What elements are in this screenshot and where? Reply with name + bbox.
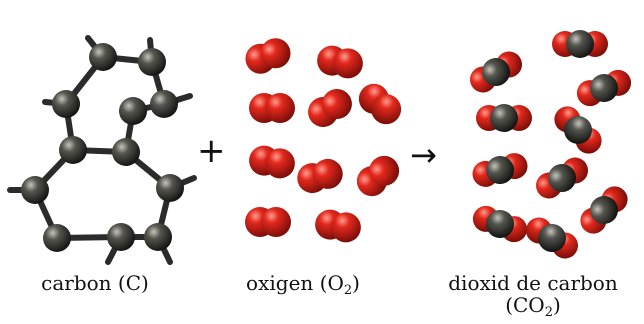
carbon-dioxide-molecules xyxy=(470,30,632,259)
carbon-dioxide-molecule xyxy=(526,217,578,259)
oxygen-atom xyxy=(332,48,363,79)
carbon-label-text: carbon (C xyxy=(41,271,142,295)
carbon-atom xyxy=(156,174,184,202)
oxygen-atom xyxy=(321,89,352,119)
carbon-atom xyxy=(486,156,514,184)
oxygen-molecule xyxy=(249,93,295,123)
carbon-atom xyxy=(538,224,566,252)
oxygen-atom xyxy=(265,93,295,123)
carbon-label-close: ) xyxy=(141,271,149,295)
carbon-dioxide-molecule xyxy=(576,69,632,107)
carbon-atom xyxy=(21,176,49,204)
carbon-atom xyxy=(52,90,80,118)
reaction-arrow: → xyxy=(410,136,437,174)
carbon-dioxide-molecule xyxy=(552,30,608,58)
carbon-atom xyxy=(590,74,618,102)
carbon-dioxide-formula-text: (CO xyxy=(505,293,545,317)
carbon-atom xyxy=(107,223,135,251)
plus-sign: + xyxy=(197,131,226,171)
carbon-dioxide-molecule xyxy=(472,153,528,187)
oxygen-label-close: ) xyxy=(352,271,360,295)
carbon-atom xyxy=(490,104,518,132)
carbon-atom xyxy=(548,164,576,192)
carbon-atom xyxy=(112,138,140,166)
carbon-dioxide-molecule xyxy=(470,51,522,93)
oxygen-atom xyxy=(264,148,295,179)
oxygen-atom xyxy=(260,38,291,69)
carbon-dioxide-label-line2: (CO2) xyxy=(428,294,638,324)
oxygen-atom xyxy=(261,207,291,237)
oxygen-molecule xyxy=(308,89,352,127)
oxygen-molecule xyxy=(358,83,402,125)
oxygen-atom xyxy=(330,212,361,243)
carbon-dioxide-formula-close: ) xyxy=(552,293,561,317)
carbon-dioxide-molecule xyxy=(472,205,528,243)
carbon-atom xyxy=(590,196,618,224)
carbon-atom xyxy=(59,136,87,164)
oxygen-atom xyxy=(369,155,400,186)
oxygen-atom xyxy=(312,158,343,189)
carbon-atom xyxy=(482,58,510,86)
carbon-dioxide-molecule xyxy=(554,106,602,154)
carbon-atom xyxy=(564,116,592,144)
oxygen-subscript: 2 xyxy=(343,283,353,298)
carbon-label: carbon (C) xyxy=(30,272,160,294)
oxygen-molecule xyxy=(249,145,295,179)
carbon-atom xyxy=(566,30,594,58)
oxygen-molecule xyxy=(297,158,343,194)
carbon-dioxide-molecule xyxy=(580,186,628,234)
carbon-atom xyxy=(43,224,71,252)
oxygen-molecule xyxy=(315,209,361,243)
oxygen-atom xyxy=(371,94,402,125)
oxygen-label: oxigen (O2) xyxy=(238,272,368,302)
oxygen-molecule xyxy=(245,207,291,237)
carbon-dioxide-label-line1: dioxid de carbon xyxy=(448,271,618,295)
oxygen-molecules xyxy=(245,38,402,243)
oxygen-atom xyxy=(601,186,628,213)
carbon-atom xyxy=(119,97,147,125)
oxygen-molecule xyxy=(245,38,291,74)
carbon-atom xyxy=(150,90,178,118)
oxygen-atom xyxy=(554,106,581,133)
oxygen-molecule xyxy=(317,45,363,79)
oxygen-molecule xyxy=(356,155,400,197)
carbon-atom xyxy=(138,48,166,76)
carbon-atom xyxy=(486,210,514,238)
carbon-dioxide-molecule xyxy=(476,104,532,132)
oxygen-label-text: oxigen (O xyxy=(246,271,344,295)
carbon-atom xyxy=(144,223,172,251)
carbon-dioxide-label: dioxid de carbon (CO2) xyxy=(428,272,638,324)
carbon-lattice xyxy=(7,35,197,265)
carbon-atom xyxy=(89,43,117,71)
carbon-dioxide-subscript: 2 xyxy=(544,305,553,320)
carbon-dioxide-molecule xyxy=(536,157,588,199)
